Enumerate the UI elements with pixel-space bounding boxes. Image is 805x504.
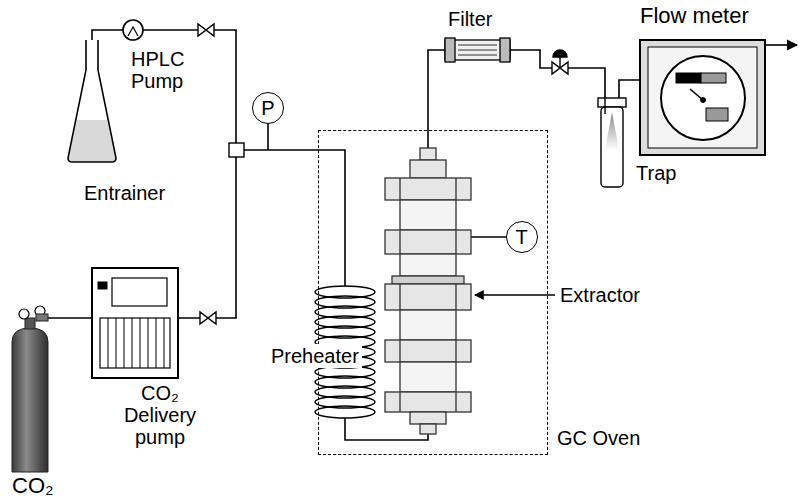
part-label: Trap bbox=[636, 162, 676, 184]
pipe-lines bbox=[428, 50, 445, 148]
extractor-pointer bbox=[475, 294, 555, 295]
extractor-column bbox=[385, 284, 471, 310]
delivery-pump bbox=[92, 268, 178, 378]
flow-meter bbox=[676, 73, 701, 83]
extractor-column bbox=[400, 178, 456, 412]
extractor-column bbox=[385, 340, 471, 362]
extractor-column bbox=[420, 424, 436, 434]
extractor-column bbox=[385, 230, 471, 254]
co2-cylinder bbox=[19, 309, 29, 319]
entrainer-flask bbox=[68, 40, 116, 162]
flow-meter bbox=[701, 98, 706, 103]
needle-valve bbox=[198, 24, 216, 324]
pressure-gauge: P bbox=[252, 92, 284, 124]
preheater-coil bbox=[315, 406, 375, 418]
pipe-lines bbox=[48, 30, 640, 440]
flow-meter bbox=[640, 40, 765, 155]
filter-housing bbox=[500, 38, 510, 62]
gas-label: CO₂ bbox=[12, 474, 54, 498]
needle-valve bbox=[200, 312, 216, 324]
filter-housing bbox=[458, 45, 497, 55]
extractor-column bbox=[385, 148, 471, 434]
filter-housing bbox=[445, 38, 510, 62]
sensor-letter: T bbox=[515, 226, 527, 248]
oven-region: TGC Oven bbox=[318, 130, 548, 455]
delivery-pump bbox=[108, 318, 164, 368]
temperature-sensor: T bbox=[506, 221, 538, 253]
back-pressure-valve bbox=[553, 50, 567, 57]
pipe-lines bbox=[510, 50, 605, 98]
extractor-pointer bbox=[475, 295, 555, 296]
pipe-lines bbox=[92, 30, 236, 143]
trap-vial bbox=[598, 98, 626, 187]
back-pressure-valve bbox=[552, 50, 568, 74]
part-label: Extractor bbox=[560, 284, 640, 306]
co2-cylinder bbox=[12, 328, 48, 472]
hplc-pump bbox=[123, 20, 143, 40]
flow-meter bbox=[640, 40, 765, 155]
tee-fitting bbox=[229, 143, 244, 157]
co2-cylinder bbox=[12, 306, 48, 472]
sensor-letter: P bbox=[261, 97, 274, 119]
flow-meter bbox=[648, 47, 757, 148]
outlet-arrow bbox=[765, 44, 797, 46]
extractor-column bbox=[400, 362, 456, 392]
extractor-column bbox=[385, 392, 471, 412]
filter-housing bbox=[445, 38, 455, 62]
co2-cylinder bbox=[25, 318, 35, 329]
part-label: CO₂ Delivery pump bbox=[110, 382, 210, 448]
extractor-column bbox=[410, 412, 446, 424]
entrainer-flask bbox=[68, 40, 116, 162]
extractor-column bbox=[392, 276, 464, 284]
pipe-lines bbox=[178, 157, 236, 318]
extractor-column bbox=[385, 178, 471, 200]
trap-vial bbox=[604, 98, 605, 114]
co2-cylinder bbox=[36, 314, 48, 321]
extractor-column bbox=[420, 148, 436, 160]
pipe-lines bbox=[244, 150, 345, 286]
hplc-pump bbox=[123, 20, 143, 40]
flow-meter bbox=[701, 73, 726, 83]
pipe-lines bbox=[471, 236, 507, 238]
back-pressure-valve bbox=[559, 57, 560, 68]
part-label: Preheater bbox=[268, 344, 362, 368]
trap-vial bbox=[601, 107, 623, 187]
trap-vial bbox=[605, 112, 619, 150]
pipe-lines bbox=[619, 80, 640, 98]
extractor-column bbox=[410, 160, 446, 178]
needle-valve bbox=[198, 24, 214, 36]
delivery-pump bbox=[92, 268, 178, 378]
tee-fitting bbox=[229, 143, 244, 157]
extractor-column bbox=[400, 200, 456, 230]
part-label: Filter bbox=[448, 8, 492, 30]
delivery-pump bbox=[100, 318, 170, 368]
extractor-column bbox=[400, 254, 456, 276]
trap-vial bbox=[598, 98, 626, 107]
delivery-pump bbox=[98, 282, 107, 289]
part-label: Entrainer bbox=[84, 182, 165, 204]
part-label: Flow meter bbox=[640, 4, 749, 28]
flow-meter bbox=[661, 56, 745, 140]
part-label: HPLC Pump bbox=[131, 48, 201, 92]
region-label: GC Oven bbox=[557, 427, 640, 449]
outlet-arrow bbox=[765, 45, 797, 46]
pipe-lines bbox=[267, 123, 269, 150]
flow-meter bbox=[706, 108, 728, 121]
pipe-lines bbox=[48, 317, 92, 319]
hplc-pump bbox=[128, 27, 138, 36]
extractor-column bbox=[400, 310, 456, 340]
delivery-pump bbox=[112, 278, 167, 306]
